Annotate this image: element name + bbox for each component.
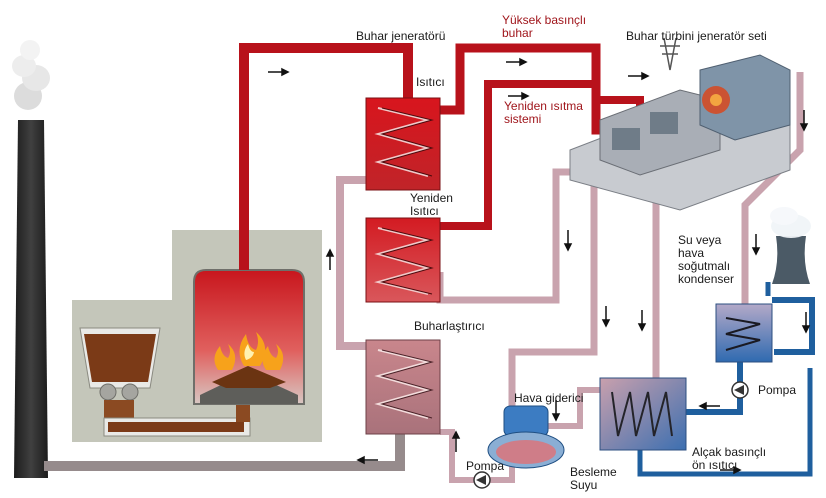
fuel-hopper: [79, 327, 251, 437]
deaerator-tank: [487, 405, 565, 469]
turbine-exhaust-pipe: [508, 150, 598, 428]
label-lp-preheater: Alçak basınçlı ön ısıtıcı: [692, 445, 767, 472]
reheat-pipe: [440, 80, 644, 230]
reheater-unit: [365, 217, 441, 303]
condenser-unit: [715, 303, 773, 363]
lp-outlet-pipe: [637, 368, 813, 477]
evaporator-unit: [365, 339, 441, 435]
turbine-generator: [569, 54, 791, 211]
flame-icon: [214, 332, 284, 370]
reheat-return-pipe: [436, 168, 592, 304]
steam-pipe-hot: [239, 43, 413, 270]
lp-to-evap-pipe: [546, 387, 600, 429]
flow-arrows: [268, 57, 811, 475]
pump-right-icon: [731, 381, 749, 399]
heater-unit: [365, 97, 441, 191]
label-steam-generator: Buhar jeneratörü: [356, 29, 446, 43]
label-condenser: Su veya hava soğutmalı kondenser: [678, 233, 735, 286]
cooling-tower: [770, 207, 811, 284]
circulation-pipe: [336, 176, 366, 350]
label-pump-right: Pompa: [758, 383, 797, 397]
label-feed-water: Besleme Suyu: [570, 465, 617, 492]
furnace: [193, 269, 305, 405]
pump-left-icon: [473, 471, 491, 489]
label-reheater: Yeniden Isıtıcı: [410, 191, 453, 218]
flue-duct: [44, 432, 405, 471]
lp-preheater-unit: [599, 377, 687, 451]
chimney: [14, 120, 48, 478]
label-high-pressure-steam: Yüksek basınçlı buhar: [502, 13, 587, 40]
pump-to-evap-pipe: [440, 429, 474, 483]
turbine-to-lp-pipe: [652, 184, 680, 396]
label-pump-left: Pompa: [466, 459, 505, 473]
water-pipe-blue: [686, 362, 743, 415]
label-turbine-set: Buhar türbini jeneratör seti: [626, 29, 767, 43]
turbine-to-condenser-pipe: [741, 72, 804, 304]
cooling-water-pipe: [772, 297, 815, 355]
label-reheat-system: Yeniden ısıtma sistemi: [504, 99, 583, 126]
transmission-tower-icon: [660, 37, 680, 71]
smoke: [12, 40, 50, 110]
label-heater: Isıtıcı: [416, 75, 445, 89]
label-deaerator: Hava giderici: [514, 391, 584, 405]
label-evaporator: Buharlaştırıcı: [414, 319, 485, 333]
